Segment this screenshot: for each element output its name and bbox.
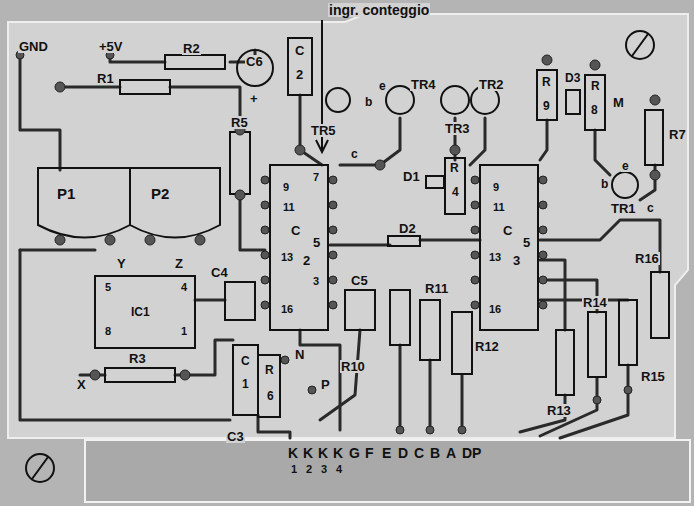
component-label: K: [302, 446, 314, 460]
component-label: P1: [56, 186, 76, 201]
component-label: K: [332, 446, 344, 460]
component-label: D2: [398, 222, 417, 235]
component-label: R16: [634, 252, 660, 265]
component-label: 9: [492, 182, 500, 193]
component-label: C5: [350, 274, 369, 287]
component-label: 9: [282, 182, 290, 193]
component-label: +: [249, 92, 259, 105]
component-label: C: [502, 224, 513, 237]
component-label: N: [294, 348, 305, 361]
component-label: 1: [290, 464, 298, 475]
component-label: TR3: [444, 122, 471, 135]
component-label: R10: [340, 360, 366, 373]
component-label: C: [290, 224, 301, 237]
component-label: TR5: [310, 124, 337, 137]
component-label: 5: [104, 282, 112, 293]
component-label: 8: [590, 104, 599, 116]
component-label: X: [76, 378, 87, 391]
component-label: K: [317, 446, 329, 460]
component-label: C6: [245, 55, 264, 68]
component-label: e: [378, 80, 387, 92]
component-label: P: [320, 378, 331, 391]
component-label: 13: [280, 252, 294, 263]
component-label: 6: [266, 390, 275, 402]
component-label: R1: [96, 72, 115, 85]
component-label: R: [449, 162, 460, 174]
component-label: R: [541, 76, 552, 88]
component-label: D1: [402, 170, 421, 183]
component-label: 1: [241, 378, 250, 390]
component-label: C3: [226, 430, 245, 443]
component-label: 4: [451, 186, 460, 198]
component-label: R3: [128, 352, 147, 365]
component-label: 5: [312, 236, 321, 249]
component-label: 9: [542, 100, 551, 112]
component-label: A: [445, 446, 457, 460]
component-label: TR2: [478, 78, 505, 91]
component-label: TR4: [410, 78, 437, 91]
component-label: R11: [424, 282, 449, 295]
component-label: c: [350, 148, 359, 160]
component-label: 3: [512, 254, 521, 267]
component-label: P2: [150, 186, 170, 201]
component-label: 2: [302, 254, 311, 267]
component-label: c: [646, 202, 655, 214]
component-label: C: [294, 44, 305, 57]
component-label: 11: [282, 202, 296, 213]
component-label: 3: [320, 464, 328, 475]
component-label: 16: [488, 304, 502, 315]
component-label: R14: [582, 296, 608, 309]
component-label: 4: [180, 282, 188, 293]
component-label: E: [381, 446, 392, 460]
component-label: G: [348, 446, 361, 460]
component-label: ingr. conteggio: [328, 3, 430, 17]
component-label: C4: [210, 266, 229, 279]
component-label: R13: [546, 404, 572, 417]
component-label: Y: [116, 257, 127, 270]
component-label: 8: [104, 326, 112, 337]
component-label: R12: [474, 340, 500, 353]
component-label: TR1: [610, 202, 637, 215]
component-label: R: [264, 364, 275, 376]
component-label: K: [287, 446, 299, 460]
component-label: R5: [230, 116, 249, 129]
component-label: b: [364, 96, 373, 108]
component-label: e: [621, 160, 630, 172]
component-label: 13: [488, 252, 502, 263]
component-label: R15: [640, 370, 666, 383]
component-label: R: [590, 80, 601, 92]
component-label: 3: [312, 276, 320, 287]
component-label: D: [397, 446, 409, 460]
component-label: 1: [180, 326, 188, 337]
component-label: +5V: [98, 40, 124, 53]
component-label: 2: [305, 464, 313, 475]
component-label: C: [413, 446, 425, 460]
component-label: R7: [668, 128, 687, 141]
component-label: R2: [182, 42, 201, 55]
component-label: 5: [522, 236, 531, 249]
component-label: GND: [18, 40, 49, 53]
component-label: B: [429, 446, 441, 460]
component-label: M: [612, 96, 625, 109]
component-label: D3: [564, 72, 581, 84]
component-label: IC1: [130, 306, 151, 318]
component-label: Z: [174, 257, 184, 270]
component-label: DP: [461, 446, 482, 460]
component-label: 4: [335, 464, 343, 475]
component-label: 16: [280, 304, 294, 315]
component-label: 11: [492, 202, 506, 213]
component-label: b: [600, 178, 609, 190]
component-label: C: [240, 355, 251, 367]
component-label: F: [364, 446, 375, 460]
component-label: 2: [295, 68, 304, 81]
component-label: 7: [312, 172, 320, 183]
